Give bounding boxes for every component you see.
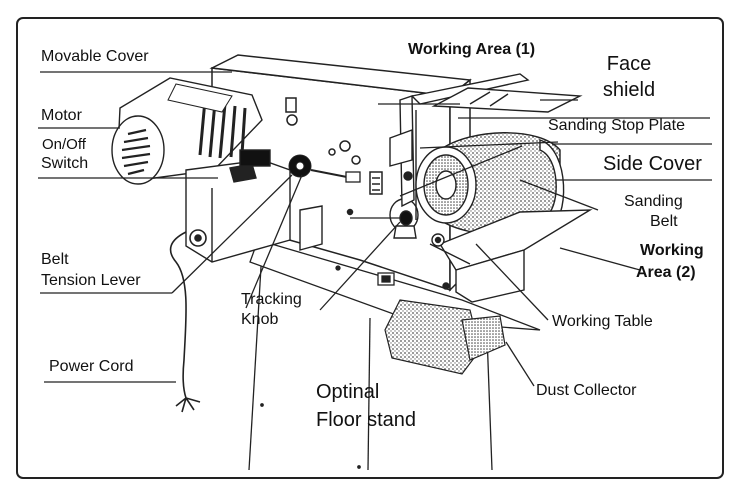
sanding-stop-plate (389, 95, 417, 220)
tracking-knob (389, 198, 419, 239)
label-face-shield-line2: shield (602, 79, 656, 101)
frame-border (16, 17, 724, 479)
label-sanding-stop-plate: Sanding Stop Plate (548, 117, 685, 134)
power-cord (169, 229, 207, 413)
label-belt-tension-line2: Tension Lever (41, 272, 141, 289)
label-sanding-belt-line1: Sanding (624, 193, 683, 210)
label-power-cord: Power Cord (49, 358, 134, 375)
label-tracking-knob-line2: Knob (241, 311, 279, 328)
leader-lines (38, 71, 712, 387)
working-table (429, 209, 593, 303)
label-optional-floor-stand-line1: Optinal (316, 381, 380, 403)
dust-collector-chute (384, 299, 506, 375)
label-face-shield-line1: Face (606, 53, 652, 75)
motor (111, 77, 263, 185)
label-on-off-line2: Switch (41, 155, 89, 172)
label-belt-tension-line1: Belt (41, 251, 69, 268)
switch-box (185, 149, 323, 263)
label-working-area-2-line2: Area (2) (636, 264, 696, 281)
label-side-cover: Side Cover (603, 153, 702, 175)
label-dust-collector: Dust Collector (536, 382, 637, 399)
floor-stand (248, 249, 493, 471)
label-working-area-2-line1: Working (640, 242, 704, 259)
label-sanding-belt-line2: Belt (650, 213, 678, 230)
face-shield (410, 73, 583, 113)
label-working-area-1: Working Area (1) (408, 41, 536, 58)
label-optional-floor-stand-line2: Floor stand (316, 409, 417, 431)
label-working-table: Working Table (552, 313, 653, 330)
label-tracking-knob-line1: Tracking (241, 291, 302, 308)
sanding-belt (415, 132, 561, 236)
label-motor: Motor (41, 107, 82, 124)
belt-pulley (288, 154, 361, 183)
label-movable-cover: Movable Cover (41, 48, 149, 65)
label-on-off-line1: On/Off (42, 136, 86, 153)
